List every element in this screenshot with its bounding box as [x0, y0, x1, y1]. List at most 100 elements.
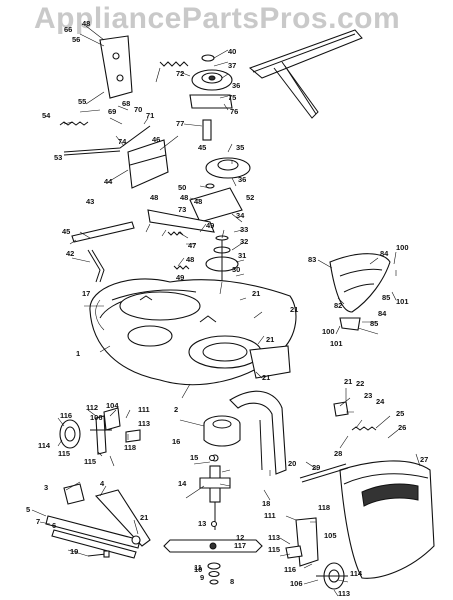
callout-121a: 118 — [124, 443, 136, 452]
callout-41: 42 — [66, 249, 74, 258]
spindle-housing-16 — [203, 415, 241, 447]
callout-49: 47 — [188, 241, 196, 250]
gauge-wheel-right — [285, 517, 348, 590]
bracket-111 — [103, 407, 141, 443]
callout-78: 70 — [134, 105, 142, 114]
callout-48: 45 — [198, 143, 206, 152]
callout-115: 112 — [86, 403, 98, 412]
callout-13: 13 — [198, 519, 206, 528]
center-pulley — [189, 157, 251, 223]
callout-121b: 118 — [318, 503, 330, 512]
callout-80: 72 — [176, 69, 184, 78]
callout-117a: 114 — [38, 441, 51, 450]
spring-72 — [59, 121, 89, 126]
callout-52: 48 — [194, 197, 202, 206]
callout-111: 104 — [106, 401, 119, 410]
callout-40: 40 — [228, 47, 236, 56]
callout-50: 48 — [186, 255, 194, 264]
bolt-19 — [87, 550, 110, 558]
callout-114b: 111 — [264, 511, 276, 520]
callout-113a: 106 — [90, 413, 103, 422]
callout-102: 83 — [308, 255, 316, 264]
callout-labels: 48 66 56 72 40 37 36 75 76 77 55 69 68 7… — [26, 19, 428, 598]
gauge-wheel-left — [59, 415, 112, 455]
callout-9: 9 — [200, 573, 204, 582]
callout-21d: 21 — [262, 373, 270, 382]
rod-71 — [63, 125, 151, 156]
callout-103: 84 — [380, 249, 389, 258]
upper-pulley-assembly — [189, 54, 233, 141]
callout-33: 33 — [240, 225, 248, 234]
callout-25: 25 — [396, 409, 404, 418]
spring-68 — [173, 265, 190, 270]
callout-8: 8 — [230, 577, 234, 586]
callout-37: 37 — [228, 61, 236, 70]
callout-101: 82 — [334, 301, 342, 310]
callout-21f: 21 — [140, 513, 148, 522]
callout-12: 12 — [236, 533, 244, 542]
callout-85: 77 — [176, 119, 184, 128]
callout-11: 11 — [194, 563, 202, 572]
discharge-chute-27 — [339, 460, 435, 579]
callout-26: 26 — [398, 423, 406, 432]
callout-53: 48 — [150, 193, 158, 202]
deck-pulley-stack — [205, 235, 239, 300]
callout-30: 30 — [232, 265, 240, 274]
callout-44: 44 — [104, 177, 113, 186]
callout-16: 16 — [172, 437, 180, 446]
guard-44 — [127, 139, 169, 189]
callout-106b: 101 — [330, 339, 343, 348]
callout-104a: 85 — [382, 293, 390, 302]
callout-22: 22 — [356, 379, 364, 388]
callout-79: 71 — [146, 111, 154, 120]
callout-23: 23 — [364, 391, 372, 400]
callout-69: 52 — [246, 193, 254, 202]
callout-76: 68 — [122, 99, 130, 108]
callout-24: 24 — [376, 397, 385, 406]
callout-70: 48 — [82, 19, 90, 28]
callout-66: 50 — [178, 183, 186, 192]
callout-2: 2 — [174, 405, 178, 414]
callout-29: 29 — [312, 463, 320, 472]
callout-36: 36 — [232, 81, 240, 90]
callout-118b: 115 — [84, 457, 96, 466]
callout-119a: 116 — [60, 411, 72, 420]
callout-21b: 21 — [290, 305, 298, 314]
callout-15: 15 — [190, 453, 198, 462]
callout-74: 56 — [72, 35, 80, 44]
leader-lines — [31, 25, 421, 597]
callout-54: 49 — [206, 221, 214, 230]
callout-106a: 101 — [396, 297, 409, 306]
callout-114a: 111 — [138, 405, 150, 414]
callout-84: 76 — [230, 107, 238, 116]
callout-116a: 113 — [138, 419, 150, 428]
callout-28: 28 — [334, 449, 342, 458]
spring-80 — [159, 61, 189, 67]
callout-21e: 21 — [344, 377, 352, 386]
callout-43: 43 — [86, 197, 94, 206]
callout-27: 27 — [420, 455, 428, 464]
callout-32: 32 — [240, 237, 248, 246]
watermark-text: AppliancePartsPros.com — [34, 2, 401, 35]
callout-5: 5 — [26, 505, 30, 514]
belt-shield-102 — [329, 253, 391, 331]
callout-71: 53 — [54, 153, 62, 162]
linkage-43 — [71, 221, 135, 283]
callout-20: 20 — [288, 459, 296, 468]
callout-36b: 36 — [238, 175, 246, 184]
callout-21a: 21 — [252, 289, 260, 298]
callout-4: 4 — [100, 479, 105, 488]
callout-1: 1 — [76, 349, 80, 358]
callout-81: 73 — [178, 205, 186, 214]
lift-link-6 — [45, 483, 151, 559]
callout-120: 117 — [234, 541, 246, 550]
callout-55: 48 — [180, 193, 188, 202]
blade-hardware — [207, 562, 221, 585]
callout-10: 10 — [194, 565, 202, 574]
callout-83: 75 — [228, 93, 236, 102]
callout-112: 105 — [324, 531, 337, 540]
callout-118c: 115 — [268, 545, 280, 554]
callout-56: 49 — [176, 273, 184, 282]
drive-belt — [249, 29, 363, 119]
